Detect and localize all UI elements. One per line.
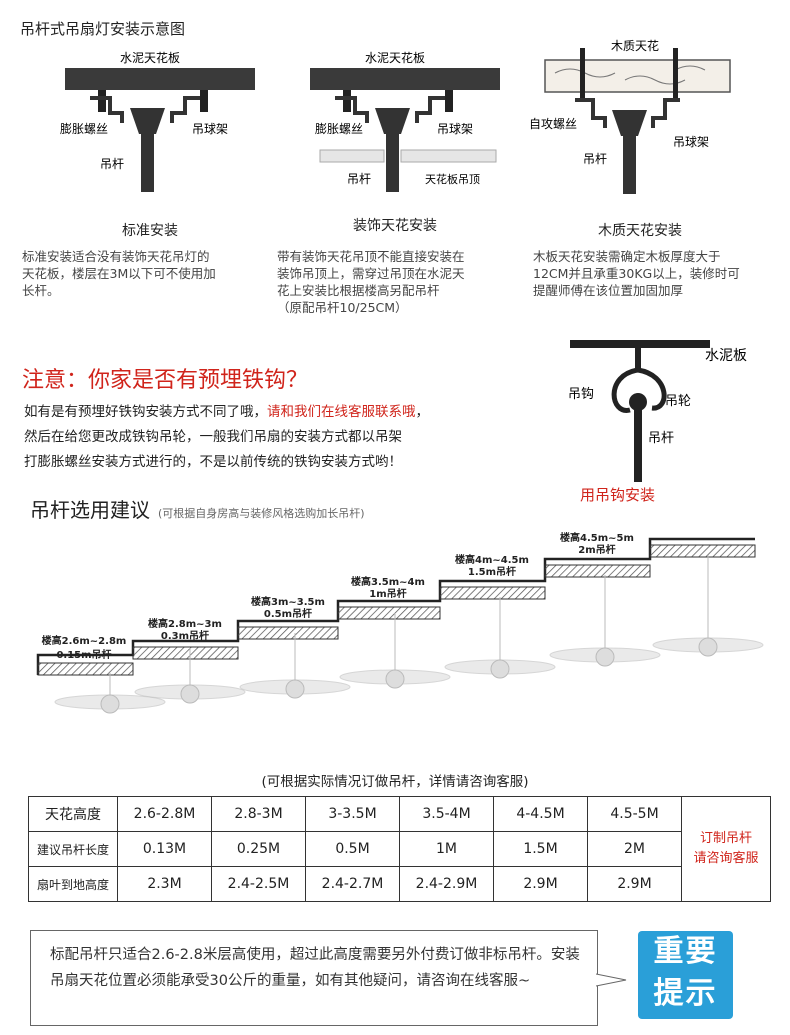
svg-text:水泥天花板: 水泥天花板 xyxy=(365,50,425,65)
svg-text:2m吊杆: 2m吊杆 xyxy=(578,543,615,556)
svg-text:0.3m吊杆: 0.3m吊杆 xyxy=(161,629,209,642)
svg-text:吊球架: 吊球架 xyxy=(437,122,473,136)
hook-install-diagram: 水泥板 吊钩 吊轮 吊杆 用吊钩安装 xyxy=(568,340,747,504)
svg-text:木质天花: 木质天花 xyxy=(611,38,659,53)
caption-standard: 标准安装 xyxy=(122,223,178,239)
svg-text:吊轮: 吊轮 xyxy=(665,394,691,409)
svg-text:吊球架: 吊球架 xyxy=(192,122,228,136)
svg-text:楼高2.8m~3m: 楼高2.8m~3m xyxy=(148,617,222,630)
svg-text:用吊钩安装: 用吊钩安装 xyxy=(580,486,655,504)
svg-text:吊钩: 吊钩 xyxy=(568,387,594,402)
staircase-diagram: 楼高2.6m~2.8m0.15m吊杆 楼高2.8m~3m0.3m吊杆 楼高3m~… xyxy=(36,531,764,714)
page-title: 吊杆式吊扇灯安装示意图 xyxy=(20,20,186,38)
ceiling-slab xyxy=(65,68,255,90)
svg-text:吊球架: 吊球架 xyxy=(673,135,709,149)
svg-text:膨胀螺丝: 膨胀螺丝 xyxy=(60,122,108,136)
wood-ceiling-diagram: 木质天花 自攻螺丝 吊杆 吊球架 xyxy=(529,38,731,194)
caption-wood: 木质天花安装 xyxy=(598,223,682,239)
rod-suggestion-title: 吊杆选用建议(可根据自身房高与装修风格选购加长吊杆) xyxy=(30,498,365,522)
caption-decorative: 装饰天花安装 xyxy=(353,218,437,234)
standard-install-diagram: 水泥天花板 膨胀螺丝 吊球架 吊杆 xyxy=(60,50,255,192)
svg-text:吊杆: 吊杆 xyxy=(583,152,607,166)
svg-text:1m吊杆: 1m吊杆 xyxy=(369,587,406,600)
svg-text:吊杆: 吊杆 xyxy=(648,431,674,446)
decorative-ceiling-diagram: 水泥天花板 膨胀螺丝 吊球架 吊杆 天花板吊顶 xyxy=(310,50,500,192)
svg-text:膨胀螺丝: 膨胀螺丝 xyxy=(315,122,363,136)
desc-decorative: 带有装饰天花吊顶不能直接安装在装饰吊顶上，需穿过吊顶在水泥天花上安装比根据楼高另… xyxy=(277,249,465,315)
svg-text:自攻螺丝: 自攻螺丝 xyxy=(529,117,577,131)
desc-standard: 标准安装适合没有装饰天花吊灯的天花板，楼层在3M以下可不使用加长杆。 xyxy=(22,249,216,298)
important-badge: 重要提示 xyxy=(638,931,733,1019)
notice-body: 如有是有预埋好铁钩安装方式不同了哦，请和我们在线客服联系哦， 然后在给您更改成铁… xyxy=(24,404,429,470)
custom-rod-note: 订制吊杆请咨询客服 xyxy=(681,796,771,902)
svg-text:楼高3m~3.5m: 楼高3m~3.5m xyxy=(251,595,325,608)
svg-text:0.5m吊杆: 0.5m吊杆 xyxy=(264,607,312,620)
svg-text:1.5m吊杆: 1.5m吊杆 xyxy=(468,565,516,578)
svg-text:吊杆: 吊杆 xyxy=(100,157,124,171)
svg-text:楼高3.5m~4m: 楼高3.5m~4m xyxy=(351,575,425,588)
svg-text:楼高4.5m~5m: 楼高4.5m~5m xyxy=(560,531,634,544)
svg-text:楼高2.6m~2.8m: 楼高2.6m~2.8m xyxy=(42,634,127,647)
svg-text:吊杆: 吊杆 xyxy=(347,172,371,186)
svg-text:0.15m吊杆: 0.15m吊杆 xyxy=(56,648,111,661)
tip-text: 标配吊杆只适合2.6-2.8米层高使用，超过此高度需要另外付费订做非标吊杆。安装… xyxy=(50,947,580,989)
svg-text:楼高4m~4.5m: 楼高4m~4.5m xyxy=(455,553,529,566)
fan-icons xyxy=(54,555,764,714)
notice-title: 注意：你家是否有预埋铁钩？ xyxy=(22,368,309,393)
svg-text:水泥板: 水泥板 xyxy=(705,348,747,364)
svg-text:天花板吊顶: 天花板吊顶 xyxy=(425,172,480,186)
ceiling-label: 水泥天花板 xyxy=(120,50,180,65)
speech-pointer-icon xyxy=(596,973,627,987)
table-note: (可根据实际情况订做吊杆，详情请咨询客服) xyxy=(261,774,529,790)
